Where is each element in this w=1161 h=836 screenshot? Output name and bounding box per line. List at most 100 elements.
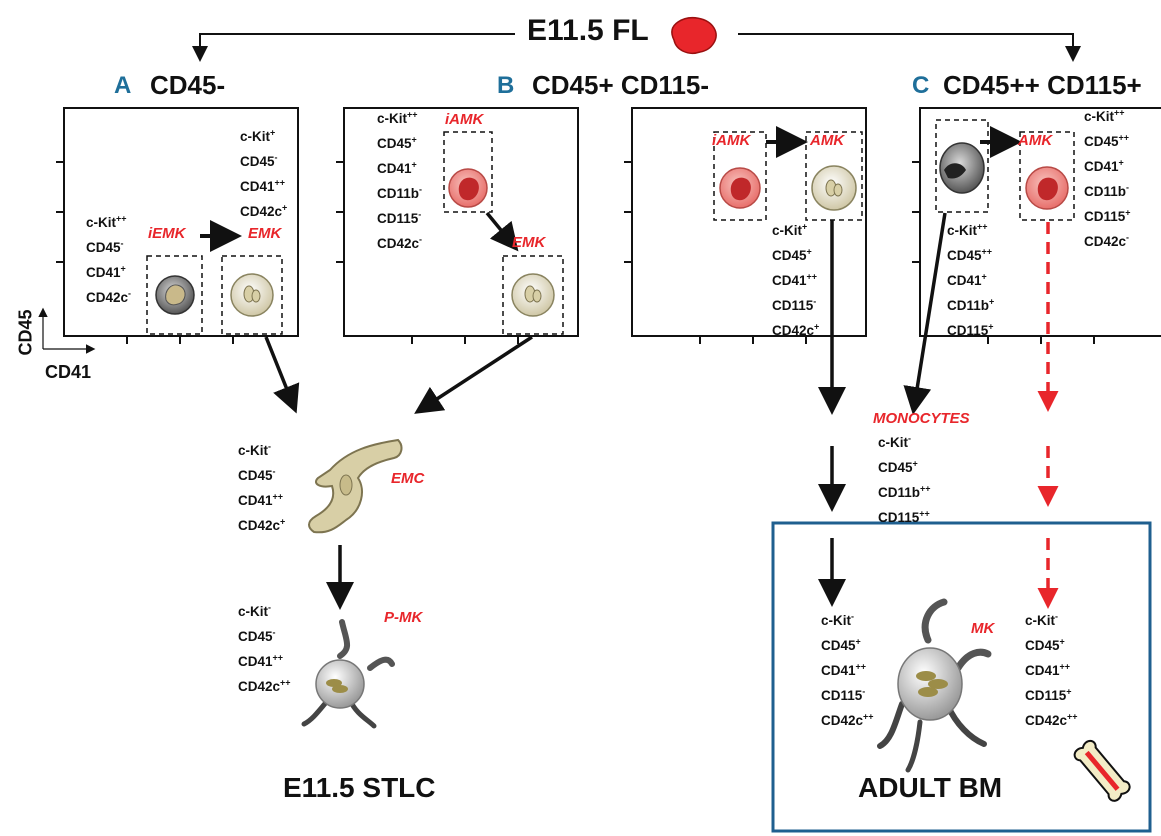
label-emk-a: EMK <box>248 225 282 242</box>
marker-name: CD41 <box>240 179 275 194</box>
top-title: E11.5 FL <box>527 14 649 47</box>
marker-name: c-Kit <box>821 613 851 628</box>
y-axis-label: CD45 <box>15 309 36 356</box>
marker-name: c-Kit <box>947 223 977 238</box>
marker-name: CD45 <box>1025 638 1060 653</box>
marker-level: + <box>270 127 276 138</box>
marker-line: CD45- <box>238 463 285 488</box>
marker-level: ++ <box>280 677 291 688</box>
label-iemk: iEMK <box>148 225 186 242</box>
pink-cell-iamk-b <box>448 168 488 208</box>
marker-name: c-Kit <box>377 111 407 126</box>
marker-name: c-Kit <box>240 129 270 144</box>
marker-level: + <box>280 516 286 527</box>
panel-title-a: CD45- <box>150 70 226 100</box>
marker-line: CD45- <box>240 149 287 174</box>
marker-name: CD42c <box>821 713 864 728</box>
marker-line: CD42c++ <box>238 674 291 699</box>
marker-name: CD115 <box>1025 688 1067 703</box>
panel-letter-a: A <box>114 72 132 99</box>
marker-name: CD45 <box>238 468 273 483</box>
marker-level: + <box>912 458 918 469</box>
plot-frame-a <box>56 107 299 344</box>
bottom-label-adult-bm: ADULT BM <box>858 772 1003 803</box>
plot-frame-b2 <box>624 107 867 344</box>
marker-name: CD41 <box>377 161 412 176</box>
marker-level: + <box>1066 686 1072 697</box>
markers-mk-right: c-Kit-CD45+CD41++CD115+CD42c++ <box>1025 608 1078 733</box>
marker-name: CD42c <box>240 204 283 219</box>
marker-level: ++ <box>272 491 284 502</box>
fetal-liver-icon <box>671 16 717 54</box>
marker-name: c-Kit <box>1025 613 1055 628</box>
marker-level: + <box>1125 207 1131 218</box>
label-pmk: P-MK <box>384 609 423 626</box>
cream-cell-emk-b <box>511 273 555 317</box>
marker-level: - <box>813 296 817 307</box>
marker-name: CD45 <box>86 240 121 255</box>
marker-line: CD45+ <box>377 131 422 156</box>
bone-icon <box>1073 739 1131 802</box>
marker-level: - <box>268 602 271 613</box>
marker-level: - <box>272 466 276 477</box>
marker-line: c-Kit+ <box>240 124 287 149</box>
marker-name: c-Kit <box>238 604 268 619</box>
marker-level: - <box>128 288 132 299</box>
marker-name: CD45 <box>947 248 982 263</box>
x-axis-label: CD41 <box>45 362 92 382</box>
marker-line: CD41+ <box>947 268 994 293</box>
marker-line: c-Kit++ <box>377 106 422 131</box>
markers-b2-amk: c-Kit+CD45+CD41++CD115-CD42c+ <box>772 218 819 343</box>
marker-name: CD45 <box>821 638 856 653</box>
marker-level: ++ <box>1059 661 1071 672</box>
marker-line: CD115- <box>821 683 874 708</box>
label-monocytes: MONOCYTES <box>873 410 970 427</box>
marker-line: CD41++ <box>240 174 287 199</box>
marker-line: CD42c- <box>1084 229 1131 254</box>
marker-level: + <box>989 296 995 307</box>
marker-line: CD45+ <box>878 455 931 480</box>
marker-level: + <box>988 321 994 332</box>
marker-line: CD115+ <box>1025 683 1078 708</box>
label-amk-c: AMK <box>1018 132 1053 149</box>
marker-level: + <box>282 202 288 213</box>
panel-title-b: CD45+ CD115- <box>532 70 710 100</box>
emc-cell <box>308 438 403 534</box>
marker-name: CD45 <box>240 154 275 169</box>
marker-line: CD115- <box>772 293 819 318</box>
marker-level: + <box>1118 157 1124 168</box>
axis-arrows <box>38 307 96 354</box>
marker-level: - <box>274 152 278 163</box>
marker-name: CD115 <box>1084 209 1126 224</box>
marker-name: CD45 <box>772 248 807 263</box>
markers-c-mono: c-Kit++CD45++CD41+CD11b+CD115+ <box>947 218 994 343</box>
label-mk: MK <box>971 620 995 637</box>
marker-line: c-Kit- <box>238 438 285 463</box>
pink-cell-amk-c <box>1025 166 1069 210</box>
markers-monocytes: c-Kit-CD45+CD11b++CD115++ <box>878 430 931 530</box>
marker-line: CD45+ <box>1025 633 1078 658</box>
marker-level: - <box>908 433 911 444</box>
panel-letter-b: B <box>497 72 515 99</box>
marker-level: + <box>1059 636 1065 647</box>
marker-level: ++ <box>806 271 818 282</box>
marker-line: CD41++ <box>772 268 819 293</box>
cream-cell-emk-a <box>230 273 274 317</box>
marker-level: - <box>419 234 423 245</box>
marker-level: ++ <box>919 508 930 519</box>
plot-frame-c <box>912 107 1161 344</box>
marker-line: CD42c+ <box>240 199 287 224</box>
marker-level: - <box>1126 232 1130 243</box>
marker-line: CD115+ <box>1084 204 1131 229</box>
marker-line: CD41+ <box>86 260 131 285</box>
marker-name: CD42c <box>377 236 420 251</box>
markers-a-emk: c-Kit+CD45-CD41++CD42c+ <box>240 124 287 224</box>
marker-level: ++ <box>920 483 931 494</box>
label-iamk-b2: iAMK <box>712 132 751 149</box>
marker-line: c-Kit++ <box>1084 104 1131 129</box>
marker-name: CD115 <box>878 510 920 525</box>
marker-level: - <box>418 209 422 220</box>
marker-level: ++ <box>116 213 127 224</box>
